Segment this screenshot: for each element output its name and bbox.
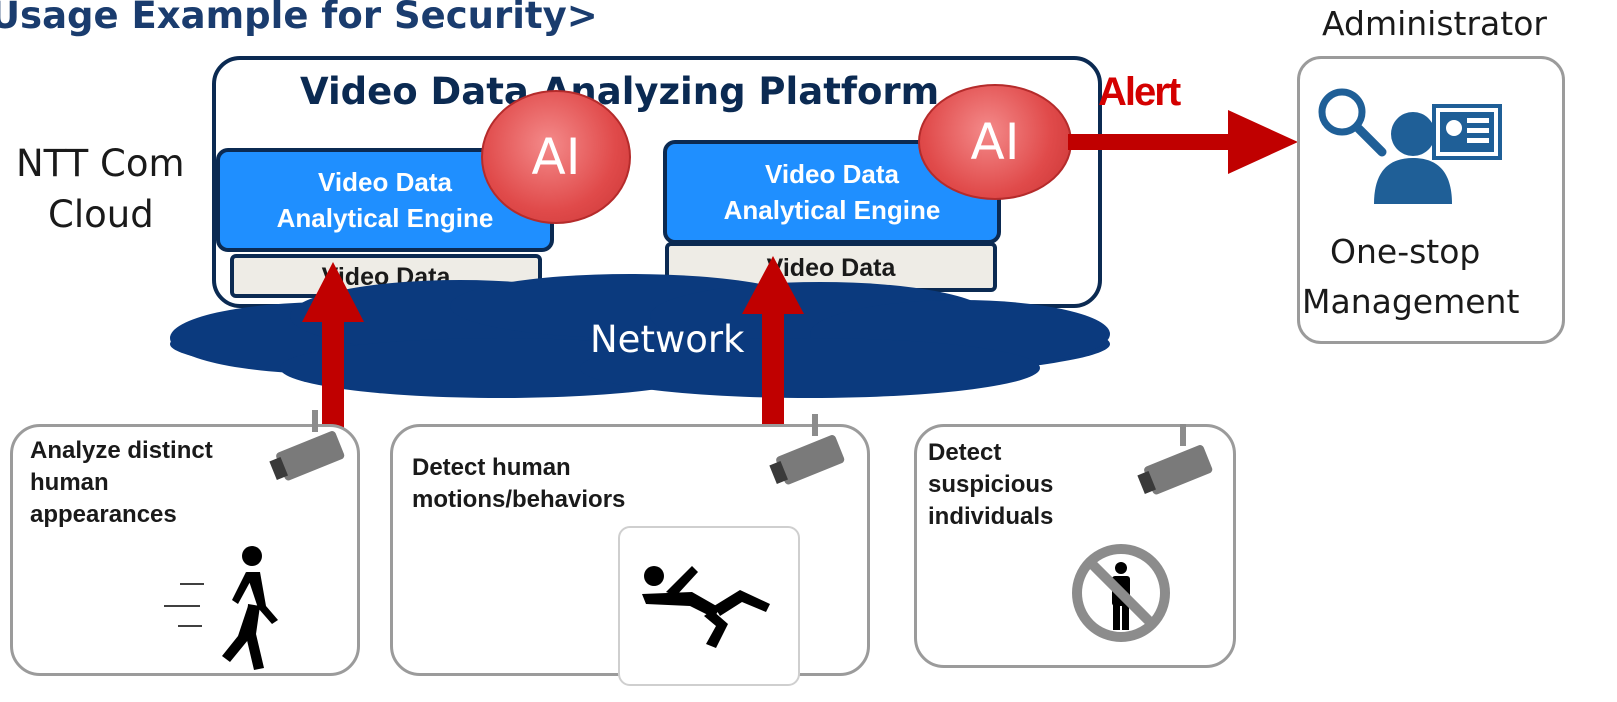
camera-icon: [269, 410, 345, 481]
platform-title: Video Data Analyzing Platform: [300, 70, 940, 113]
id-card-icon: [1432, 104, 1502, 160]
camera-3-line2: suspicious: [928, 471, 1054, 498]
ai-bubble-2: AI: [918, 84, 1072, 200]
camera-3-text: Detect suspicious individuals: [928, 437, 1053, 533]
admin-line2: Management: [1302, 282, 1520, 321]
camera-2-text: Detect human motions/behaviors: [412, 452, 625, 516]
camera-2-line2: motions/behaviors: [412, 486, 626, 513]
camera-3-line3: individuals: [928, 503, 1054, 530]
network-cloud: [170, 274, 1110, 398]
camera-3-line1: Detect: [928, 439, 1002, 466]
camera-2-line1: Detect human: [412, 454, 571, 481]
camera-1-line1: Analyze distinct: [30, 437, 213, 464]
ai-bubble-1: AI: [481, 90, 631, 224]
no-person-icon: [1072, 544, 1170, 642]
alert-label: Alert: [1098, 70, 1181, 114]
engine-1-line1: Video Data: [318, 167, 452, 197]
administrator-box: [1297, 56, 1565, 344]
administrator-label: Administrator: [1322, 4, 1547, 43]
falling-person-icon: [642, 566, 770, 648]
cloud-label-line1: NTT Com: [16, 142, 185, 185]
upload-arrow-1: [302, 262, 364, 442]
alert-arrow: [1068, 110, 1298, 174]
camera-1-text: Analyze distinct human appearances: [30, 435, 213, 531]
upload-arrow-2: [742, 256, 804, 428]
administrator-icon: [1374, 112, 1452, 204]
camera-icon: [769, 414, 845, 485]
falling-person-frame: [618, 526, 800, 686]
admin-line1: One-stop: [1330, 232, 1481, 271]
camera-1-line3: appearances: [30, 501, 177, 528]
magnifier-icon: [1318, 88, 1387, 157]
page-title: Usage Example for Security>: [0, 0, 598, 37]
engine-2-line2: Analytical Engine: [723, 195, 941, 225]
cloud-label-line2: Cloud: [48, 193, 154, 236]
analytical-engine-1: Video Data Analytical Engine: [216, 148, 554, 252]
camera-icon: [1137, 424, 1213, 495]
walking-person-icon: [164, 546, 278, 670]
engine-2-line1: Video Data: [765, 159, 899, 189]
camera-box-1: [10, 424, 360, 676]
camera-1-line2: human: [30, 469, 109, 496]
engine-1-line2: Analytical Engine: [276, 203, 494, 233]
network-label: Network: [590, 318, 745, 361]
